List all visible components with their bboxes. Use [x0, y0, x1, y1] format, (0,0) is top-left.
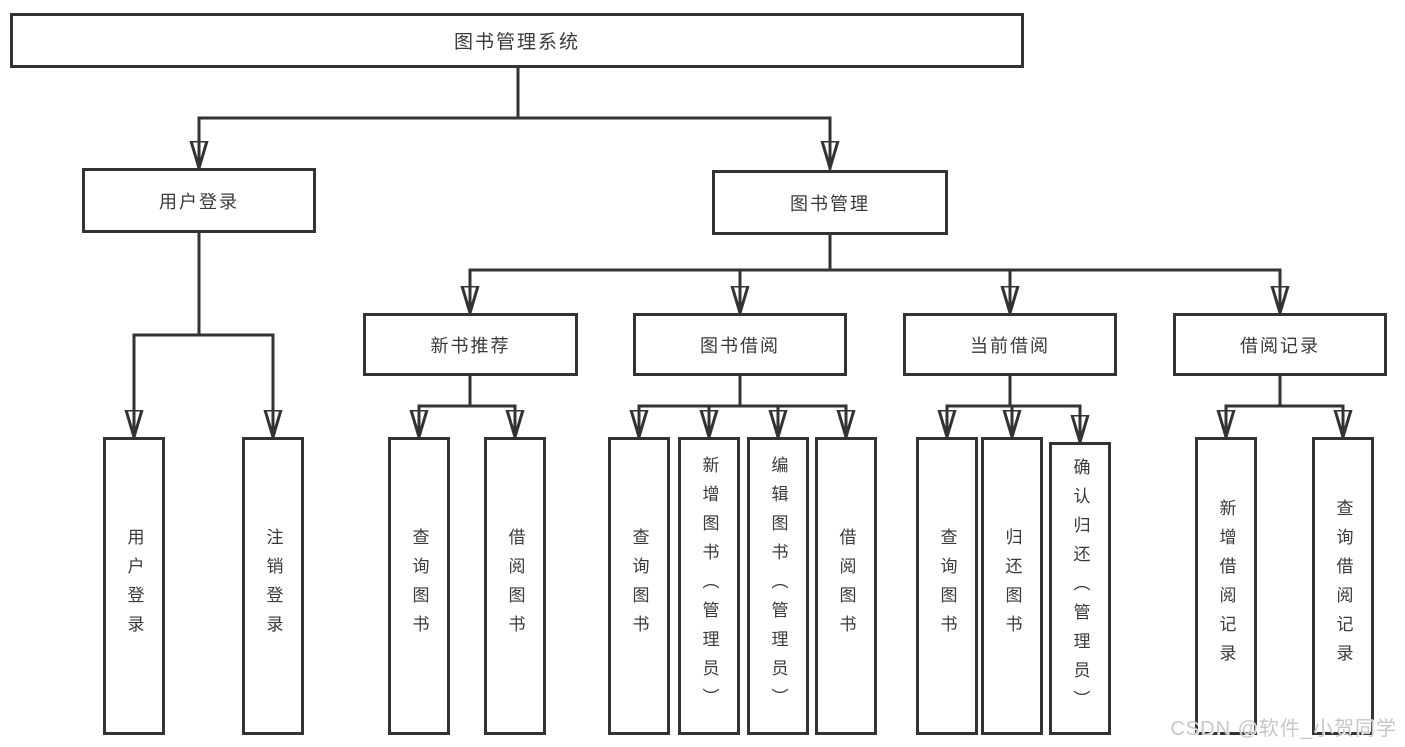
node-label: 查询借阅记录 — [1333, 499, 1353, 673]
node-label: 编辑图书（管理员） — [768, 455, 788, 717]
node-label: 确认归还（管理员） — [1070, 458, 1090, 719]
leaf-query-books-recommend: 查询图书 — [388, 437, 450, 735]
leaf-confirm-return-admin: 确认归还（管理员） — [1049, 442, 1111, 735]
book-management-children-connector — [470, 233, 1280, 313]
node-borrowing-records: 借阅记录 — [1173, 313, 1387, 376]
leaf-borrow-books-recommend: 借阅图书 — [484, 437, 546, 735]
node-label: 借阅图书 — [505, 528, 525, 644]
node-label: 注销登录 — [263, 528, 283, 644]
node-current-borrowing: 当前借阅 — [903, 313, 1117, 376]
leaf-query-borrow-record: 查询借阅记录 — [1312, 437, 1374, 735]
node-label: 借阅记录 — [1240, 335, 1320, 356]
node-label: 归还图书 — [1002, 528, 1022, 644]
user-login-children-connector — [134, 231, 273, 437]
root-to-level2-connector — [199, 66, 830, 168]
node-book-management-system: 图书管理系统 — [10, 13, 1024, 68]
leaf-logout: 注销登录 — [242, 437, 304, 735]
node-book-management: 图书管理 — [712, 170, 948, 235]
node-book-borrowing: 图书借阅 — [633, 313, 847, 376]
node-label: 图书管理系统 — [453, 32, 580, 53]
node-label: 查询图书 — [629, 528, 649, 644]
node-label: 借阅图书 — [836, 528, 856, 644]
leaf-borrow-books-borrowing: 借阅图书 — [815, 437, 877, 735]
leaf-user-login: 用户登录 — [103, 437, 165, 735]
node-label: 查询图书 — [409, 528, 429, 644]
leaf-add-book-admin: 新增图书（管理员） — [678, 437, 740, 735]
leaf-return-book: 归还图书 — [981, 437, 1043, 735]
watermark-text: CSDN @软件_小贺同学 — [1170, 718, 1397, 740]
node-label: 新增图书（管理员） — [699, 455, 719, 717]
current-borrowing-children-connector — [947, 374, 1080, 442]
leaf-query-books-current: 查询图书 — [916, 437, 978, 735]
leaf-add-borrow-record: 新增借阅记录 — [1195, 437, 1257, 735]
node-label: 用户登录 — [124, 528, 144, 644]
new-book-recommendation-children-connector — [419, 374, 515, 437]
node-label: 图书借阅 — [700, 335, 780, 356]
node-new-book-recommendation: 新书推荐 — [363, 313, 578, 376]
book-borrowing-children-connector — [639, 374, 846, 437]
borrowing-records-children-connector — [1226, 374, 1343, 437]
node-user-login: 用户登录 — [82, 168, 316, 233]
leaf-query-books-borrowing: 查询图书 — [608, 437, 670, 735]
node-label: 新增借阅记录 — [1216, 499, 1236, 673]
node-label: 当前借阅 — [970, 335, 1050, 356]
node-label: 新书推荐 — [430, 335, 511, 356]
node-label: 查询图书 — [937, 528, 957, 644]
leaf-edit-book-admin: 编辑图书（管理员） — [747, 437, 809, 735]
node-label: 用户登录 — [159, 191, 239, 212]
node-label: 图书管理 — [790, 193, 870, 214]
